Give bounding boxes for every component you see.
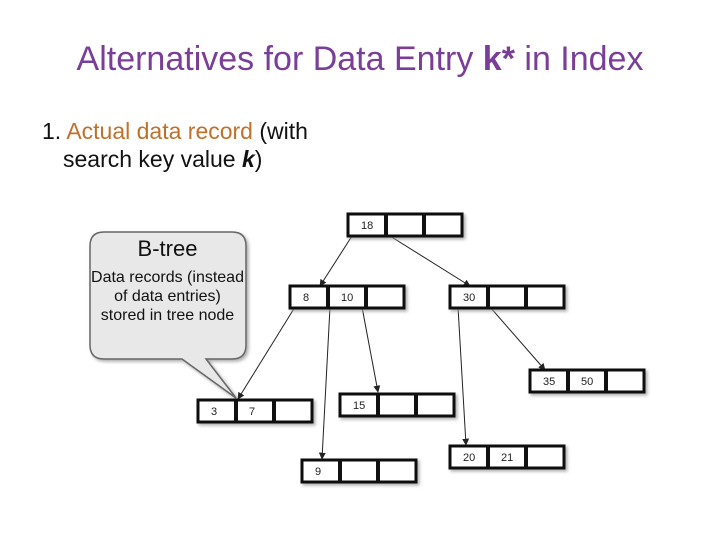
callout-bubble <box>89 231 247 399</box>
tree-node-leaf-35-50: 35 50 <box>528 368 646 394</box>
bullet-point: 1. Actual data record (with search key v… <box>42 117 308 173</box>
edge-right-leaf35 <box>489 306 546 371</box>
callout-title: B-tree <box>137 236 198 261</box>
edge-left-leaf1 <box>237 306 296 400</box>
node-key: 18 <box>361 220 373 232</box>
title-suffix: in Index <box>514 40 644 78</box>
bullet-line2-suffix: ) <box>254 146 263 172</box>
node-key: 15 <box>353 400 365 412</box>
bullet-line2-text: search key value <box>63 146 242 172</box>
node-key: 9 <box>315 466 321 478</box>
tree-node-left: 8 10 <box>288 284 406 310</box>
tree-node-right: 30 <box>448 284 566 310</box>
node-key: 3 <box>211 406 217 418</box>
node-key: 8 <box>303 292 309 304</box>
edge-right-leaf20 <box>457 306 470 446</box>
callout-body: Data records (instead of data entries) s… <box>91 269 244 324</box>
edge-root-left <box>319 235 353 287</box>
callout-text: B-tree Data records (instead of data ent… <box>90 236 245 325</box>
title-prefix: Alternatives for Data Entry <box>76 40 483 78</box>
edge-left-leaf9 <box>318 306 331 460</box>
node-key: 10 <box>341 292 353 304</box>
title-k-star: k* <box>482 40 515 78</box>
bullet-number: 1. <box>42 118 67 144</box>
bullet-k: k <box>241 146 255 172</box>
node-key: 21 <box>501 452 513 464</box>
node-key: 30 <box>463 292 475 304</box>
bullet-highlight: Actual data record <box>66 118 253 144</box>
tree-node-leaf-15: 15 <box>338 392 456 418</box>
edge-root-right <box>389 235 471 287</box>
node-key: 50 <box>581 376 593 388</box>
bullet-rest: (with <box>252 118 308 144</box>
bullet-line2: search key value k) <box>42 145 308 173</box>
node-key: 35 <box>543 376 555 388</box>
tree-node-leaf-9: 9 <box>300 458 418 484</box>
slide-title: Alternatives for Data Entry k* in Index <box>0 40 720 79</box>
edge-left-leaf15 <box>361 306 381 393</box>
tree-node-root: 18 <box>346 212 464 238</box>
node-key: 7 <box>249 406 255 418</box>
node-key: 20 <box>463 452 475 464</box>
